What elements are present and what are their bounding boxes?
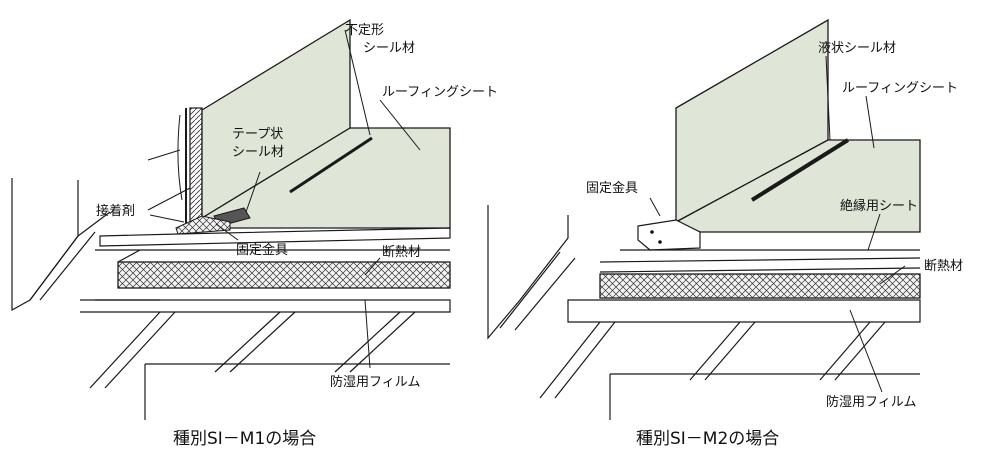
parapet-wall — [185, 107, 203, 227]
label-amorphous-sealant-2: シール材 — [363, 41, 415, 56]
caption-si-m2: 種別SI－M2の場合 — [636, 429, 779, 449]
label-roofing-sheet-m2: ルーフィングシート — [842, 81, 958, 96]
fixing-bracket-m1 — [175, 215, 231, 235]
label-liquid-sealant: 液状シール材 — [818, 41, 896, 56]
label-amorphous-sealant-1: 不定形 — [345, 23, 384, 38]
deck-structure-m2 — [487, 205, 921, 420]
caption-si-m1: 種別SI－M1の場合 — [173, 429, 316, 449]
figure-si-m1: 不定形 シール材 ルーフィングシート テープ状 シール材 接着剤 固定金具 断熱… — [11, 18, 498, 449]
insulation-m2 — [599, 273, 921, 299]
label-fixing-bracket-m1: 固定金具 — [236, 242, 288, 258]
leaders-m2 — [649, 55, 906, 393]
label-roofing-sheet-m1: ルーフィングシート — [382, 85, 498, 100]
label-tape-sealant-2: シール材 — [232, 145, 284, 160]
label-insulation-m1: 断熱材 — [382, 245, 421, 260]
label-tape-sealant-1: テープ状 — [232, 127, 283, 142]
label-fixing-bracket-m2: 固定金具 — [586, 180, 638, 196]
insulation-m1 — [117, 261, 451, 289]
label-insulating-sheet: 絶縁用シート — [840, 198, 918, 214]
deck-structure — [11, 178, 451, 420]
label-insulation-m2: 断熱材 — [924, 259, 963, 274]
label-adhesive: 接着剤 — [96, 203, 135, 219]
label-vapor-barrier-m2: 防湿用フィルム — [826, 394, 916, 410]
amorphous-sealant-bead — [289, 136, 373, 194]
fixing-bracket-m2 — [637, 219, 701, 251]
label-vapor-barrier-m1: 防湿用フィルム — [330, 374, 420, 390]
liquid-sealant-bead — [750, 138, 850, 202]
figure-si-m2: 液状シール材 ルーフィングシート 固定金具 絶縁用シート 断熱材 防湿用フィルム… — [487, 18, 963, 449]
leaders-m1 — [147, 29, 421, 369]
